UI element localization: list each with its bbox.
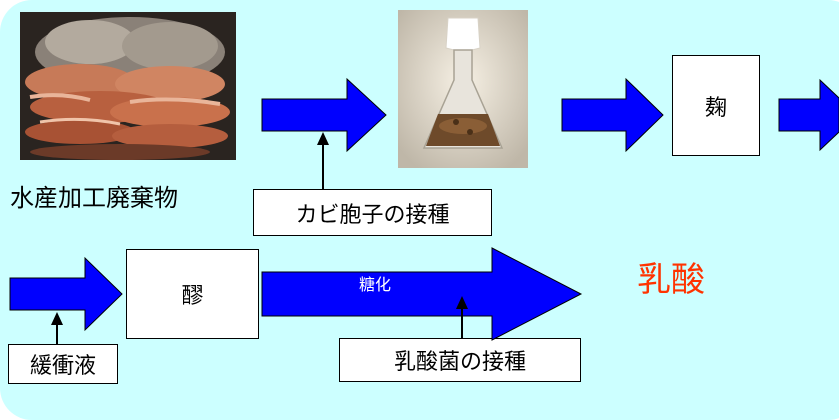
lab-inoculation-label: 乳酸菌の接種 xyxy=(339,338,581,382)
arrow-buffer-to-moromi xyxy=(9,256,123,332)
arrow-saccharification xyxy=(261,247,583,341)
spore-connector-arrowhead xyxy=(317,132,329,145)
arrow-flask-to-koji xyxy=(561,77,664,153)
spore-inoculation-label: カビ胞子の接種 xyxy=(253,189,492,236)
lab-connector-arrowhead xyxy=(456,296,468,309)
koji-box: 麹 xyxy=(672,55,760,156)
buffer-label: 緩衝液 xyxy=(8,344,118,384)
arrow-waste-to-flask xyxy=(261,77,387,153)
moromi-box: 醪 xyxy=(126,249,259,339)
waste-label: 水産加工廃棄物 xyxy=(10,184,178,212)
lactic-acid-label: 乳酸 xyxy=(637,260,705,300)
arrow-koji-out xyxy=(778,78,839,152)
buffer-connector-arrowhead xyxy=(51,312,63,325)
crab-waste-photo xyxy=(20,12,236,160)
flask-photo xyxy=(398,10,528,168)
saccharification-label: 糖化 xyxy=(359,275,392,294)
flow-arrows xyxy=(9,77,839,344)
